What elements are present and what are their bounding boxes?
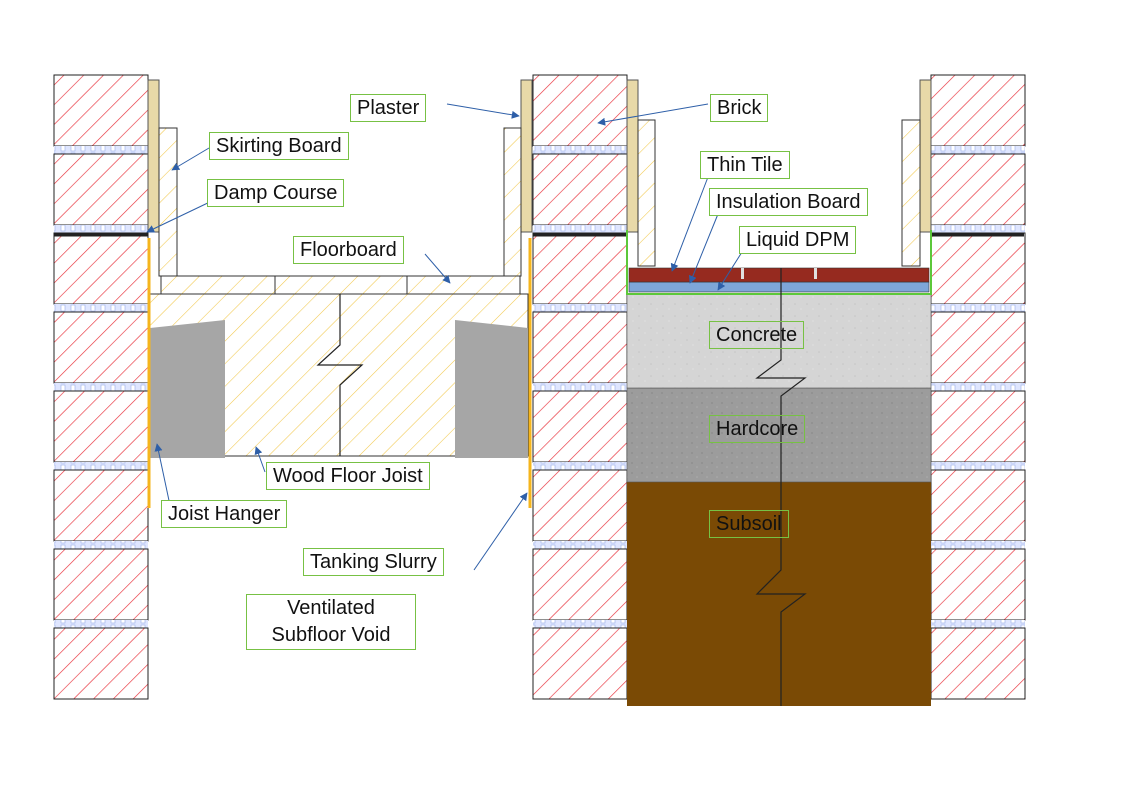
tile-joint <box>741 268 744 279</box>
brick <box>53 627 149 700</box>
mortar-joint <box>54 304 148 312</box>
mortar-joint <box>533 146 627 154</box>
brick-label: Brick <box>710 94 769 122</box>
brick-walls <box>53 74 1026 700</box>
insulation-board-layer <box>628 281 930 293</box>
mortar-joint <box>931 225 1025 233</box>
solid-floor-buildup <box>626 230 932 706</box>
damp-course-label: Damp Course <box>207 179 345 207</box>
mortar-joint <box>533 620 627 628</box>
brick <box>930 153 1026 226</box>
brick <box>53 390 149 463</box>
liquid-dpm-outline <box>626 230 932 295</box>
brick <box>53 311 149 384</box>
floorboards <box>160 275 521 295</box>
brick <box>53 469 149 542</box>
mortar-joint <box>54 541 148 549</box>
mortar-joint <box>931 462 1025 470</box>
mortar-joint <box>931 541 1025 549</box>
mortar-joint <box>54 620 148 628</box>
brick <box>930 469 1026 542</box>
thin-tile-label: Thin Tile <box>700 151 790 179</box>
insulation-board-label: Insulation Board <box>709 188 868 216</box>
tile-joint <box>814 268 817 279</box>
brick <box>532 311 628 384</box>
brick <box>930 390 1026 463</box>
mortar-joint <box>54 383 148 391</box>
thin-tile-layer <box>628 267 930 283</box>
brick <box>532 469 628 542</box>
hardcore-label: Hardcore <box>709 415 806 443</box>
mortar-joint <box>54 462 148 470</box>
brick <box>53 74 149 147</box>
brick <box>930 627 1026 700</box>
floorboard-label: Floorboard <box>293 236 404 264</box>
wood-floor-joist-label: Wood Floor Joist <box>266 462 430 490</box>
brick <box>930 232 1026 305</box>
brick <box>930 548 1026 621</box>
mortar-joint <box>931 304 1025 312</box>
brick <box>532 627 628 700</box>
brick <box>532 548 628 621</box>
liquid-dpm-label: Liquid DPM <box>739 226 857 254</box>
brick <box>532 74 628 147</box>
joist-hangers <box>150 320 528 458</box>
ventilated-subfloor-void-label: Ventilated Subfloor Void <box>246 594 416 650</box>
mortar-joint <box>533 304 627 312</box>
concrete-label: Concrete <box>709 321 805 349</box>
mortar-joint <box>533 541 627 549</box>
brick <box>53 548 149 621</box>
mortar-joint <box>533 383 627 391</box>
brick <box>532 390 628 463</box>
plaster-label: Plaster <box>350 94 427 122</box>
brick <box>53 232 149 305</box>
break-line <box>755 268 807 706</box>
skirting-board-label: Skirting Board <box>209 132 349 160</box>
mortar-joint <box>54 225 148 233</box>
brick <box>532 232 628 305</box>
mortar-joint <box>54 146 148 154</box>
brick <box>930 311 1026 384</box>
brick <box>53 153 149 226</box>
subsoil-label: Subsoil <box>709 510 789 538</box>
joist-hanger-label: Joist Hanger <box>161 500 288 528</box>
hardcore-layer <box>626 387 932 483</box>
concrete-layer <box>626 293 932 389</box>
ventilated-subfloor-void-line2: Subfloor Void <box>271 624 391 646</box>
brick <box>930 74 1026 147</box>
mortar-joint <box>931 620 1025 628</box>
leader-arrows <box>146 103 743 571</box>
ventilated-subfloor-void-line1: Ventilated <box>287 597 375 619</box>
tanking-slurry <box>147 238 532 508</box>
mortar-joint <box>931 146 1025 154</box>
mortar-joint <box>533 462 627 470</box>
mortar-joint <box>931 383 1025 391</box>
tanking-slurry-label: Tanking Slurry <box>303 548 444 576</box>
mortar-joint <box>533 225 627 233</box>
brick <box>532 153 628 226</box>
